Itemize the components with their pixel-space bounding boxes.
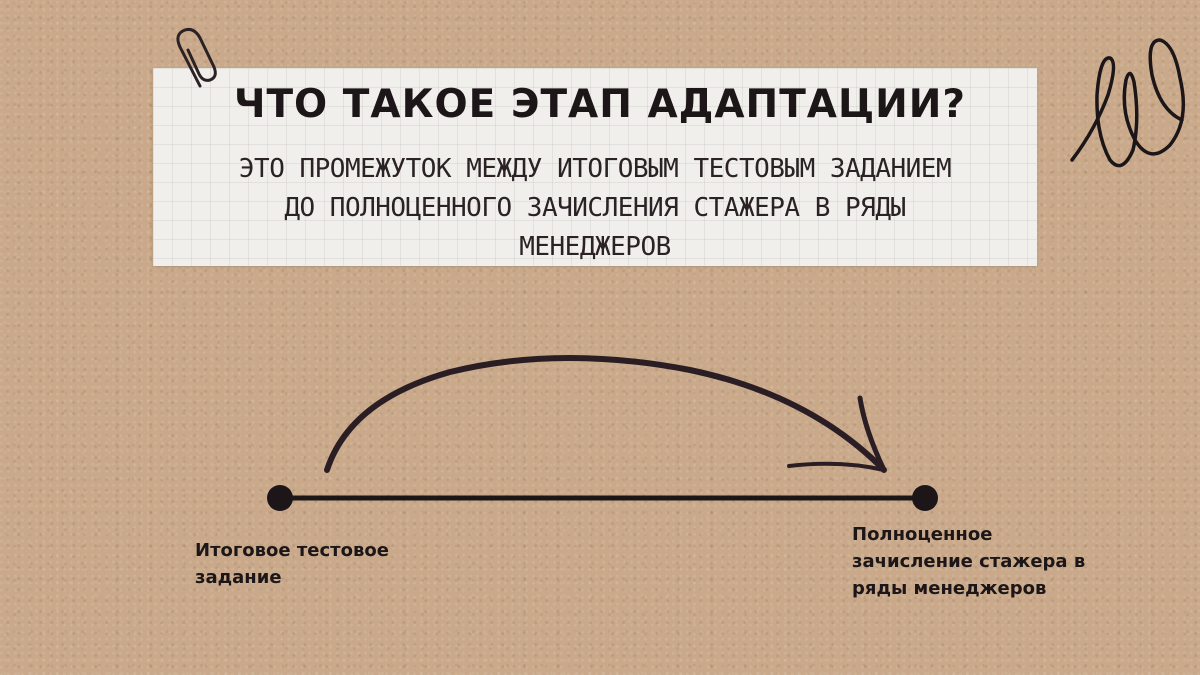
timeline-end-dot: [912, 485, 938, 511]
label-line: Полноценное: [852, 524, 993, 545]
paperclip-icon: [176, 28, 217, 88]
label-line: ряды менеджеров: [852, 578, 1047, 599]
timeline-end-label: Полноценное зачисление стажера в ряды ме…: [852, 521, 1112, 602]
arrow-icon: [324, 355, 887, 473]
subtitle-line: ДО ПОЛНОЦЕННОГО ЗАЧИСЛЕНИЯ СТАЖЕРА В РЯД…: [284, 193, 906, 223]
label-line: задание: [195, 567, 282, 588]
slide-subtitle: ЭТО ПРОМЕЖУТОК МЕЖДУ ИТОГОВЫМ ТЕСТОВЫМ З…: [153, 150, 1037, 267]
subtitle-line: МЕНЕДЖЕРОВ: [519, 232, 671, 262]
label-line: Итоговое тестовое: [195, 540, 389, 561]
timeline-start-label: Итоговое тестовое задание: [195, 537, 425, 591]
title-card: [153, 68, 1037, 266]
scribble-icon: [1070, 38, 1186, 168]
slide-title: ЧТО ТАКОЕ ЭТАП АДАПТАЦИИ?: [233, 82, 967, 127]
timeline: [267, 485, 938, 511]
label-line: зачисление стажера в: [852, 551, 1086, 572]
subtitle-line: ЭТО ПРОМЕЖУТОК МЕЖДУ ИТОГОВЫМ ТЕСТОВЫМ З…: [238, 154, 952, 184]
timeline-start-dot: [267, 485, 293, 511]
